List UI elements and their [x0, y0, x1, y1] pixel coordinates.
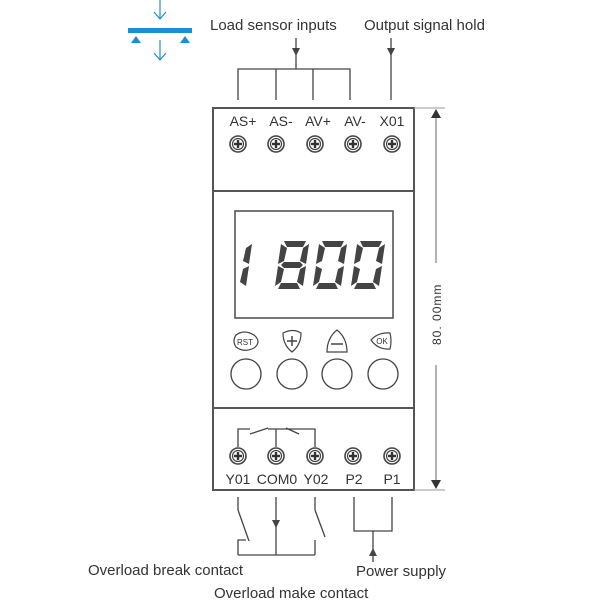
arrow-down-icon: [431, 480, 441, 489]
rst-button-label: RST: [233, 331, 259, 351]
terminal-screw-x01[interactable]: [383, 135, 401, 153]
terminal-label-av-minus: AV-: [344, 113, 366, 129]
digit-1-segment-c: [297, 266, 306, 286]
ok-icon: OK: [376, 337, 388, 346]
terminal-label-p1: P1: [383, 471, 400, 487]
overload-break-contact-label: Overload break contact: [88, 562, 244, 579]
arrow-down-icon: [387, 48, 395, 56]
digit-2-segment-d: [316, 283, 338, 289]
terminal-screw-com0[interactable]: [267, 447, 285, 465]
terminal-screw-asminus[interactable]: [267, 135, 285, 153]
terminal-label-y02: Y02: [304, 471, 329, 487]
digit-3-segment-c: [373, 266, 382, 286]
digit-2-segment-b: [338, 244, 347, 264]
ok-button[interactable]: [367, 358, 399, 390]
output-signal-hold-label: Output signal hold: [364, 17, 485, 34]
break-contact-switch: [237, 509, 250, 542]
digit-1-segment-b: [300, 244, 309, 264]
plus-button[interactable]: [276, 358, 308, 390]
digit-1-segment-a: [284, 241, 306, 247]
terminal-screw-asplus[interactable]: [229, 135, 247, 153]
arrow-up-icon: [369, 548, 377, 556]
digit-3-segment-a: [360, 241, 382, 247]
terminal-label-x01: X01: [380, 113, 405, 129]
rst-button[interactable]: [230, 358, 262, 390]
digit-3-segment-e: [351, 266, 360, 286]
bottom-wiring: [237, 497, 393, 562]
button-panel: RST OK: [230, 329, 399, 390]
digit-0-segment-b: [243, 244, 252, 264]
terminal-label-p2: P2: [345, 471, 362, 487]
lcd-display: [234, 210, 394, 319]
internal-relay-contacts: [237, 427, 316, 447]
digit-3-segment-d: [354, 283, 376, 289]
digit-3-segment-f: [354, 244, 363, 264]
arrow-up-icon: [431, 109, 441, 118]
terminal-screw-avminus[interactable]: [344, 135, 362, 153]
terminal-screw-y02[interactable]: [306, 447, 324, 465]
display-digits: [240, 241, 385, 289]
digit-2-segment-a: [322, 241, 344, 247]
ok-button-label: OK: [370, 332, 392, 350]
height-dimension: 80. 00mm: [414, 107, 445, 491]
digit-3-segment-b: [376, 244, 385, 264]
digit-1-segment-g: [281, 262, 303, 268]
top-wiring: [237, 38, 395, 100]
bottom-terminal-block: Y01 COM0 Y02 P2 P1: [226, 427, 401, 487]
terminal-screw-p1[interactable]: [383, 447, 401, 465]
load-sensor-icon: [128, 0, 192, 61]
terminal-label-as-plus: AS+: [230, 113, 257, 129]
minus-button[interactable]: [321, 358, 353, 390]
plus-button-label: [282, 329, 302, 353]
terminal-label-as-minus: AS-: [269, 113, 293, 129]
height-dimension-label: 80. 00mm: [430, 284, 444, 345]
power-supply-label: Power supply: [356, 563, 447, 580]
minus-button-label: [326, 329, 348, 353]
terminal-label-com0: COM0: [257, 471, 298, 487]
arrow-down-icon: [292, 48, 300, 56]
terminal-screw-avplus[interactable]: [306, 135, 324, 153]
digit-1-segment-d: [278, 283, 300, 289]
terminal-label-y01: Y01: [226, 471, 251, 487]
load-sensor-inputs-label: Load sensor inputs: [210, 17, 337, 34]
make-contact-switch: [314, 509, 326, 538]
digit-1-segment-f: [278, 244, 287, 264]
terminal-screw-y01[interactable]: [229, 447, 247, 465]
overload-make-contact-label: Overload make contact: [214, 585, 369, 600]
digit-2-segment-e: [313, 266, 322, 286]
top-terminal-block: AS+ AS- AV+ AV- X01: [229, 113, 405, 153]
digit-0-segment-c: [240, 266, 249, 286]
arrow-down-icon: [272, 520, 280, 528]
digit-2-segment-f: [316, 244, 325, 264]
digit-2-segment-c: [335, 266, 344, 286]
rst-icon: RST: [237, 338, 253, 347]
terminal-screw-p2[interactable]: [344, 447, 362, 465]
digit-1-segment-e: [275, 266, 284, 286]
terminal-label-av-plus: AV+: [305, 113, 331, 129]
